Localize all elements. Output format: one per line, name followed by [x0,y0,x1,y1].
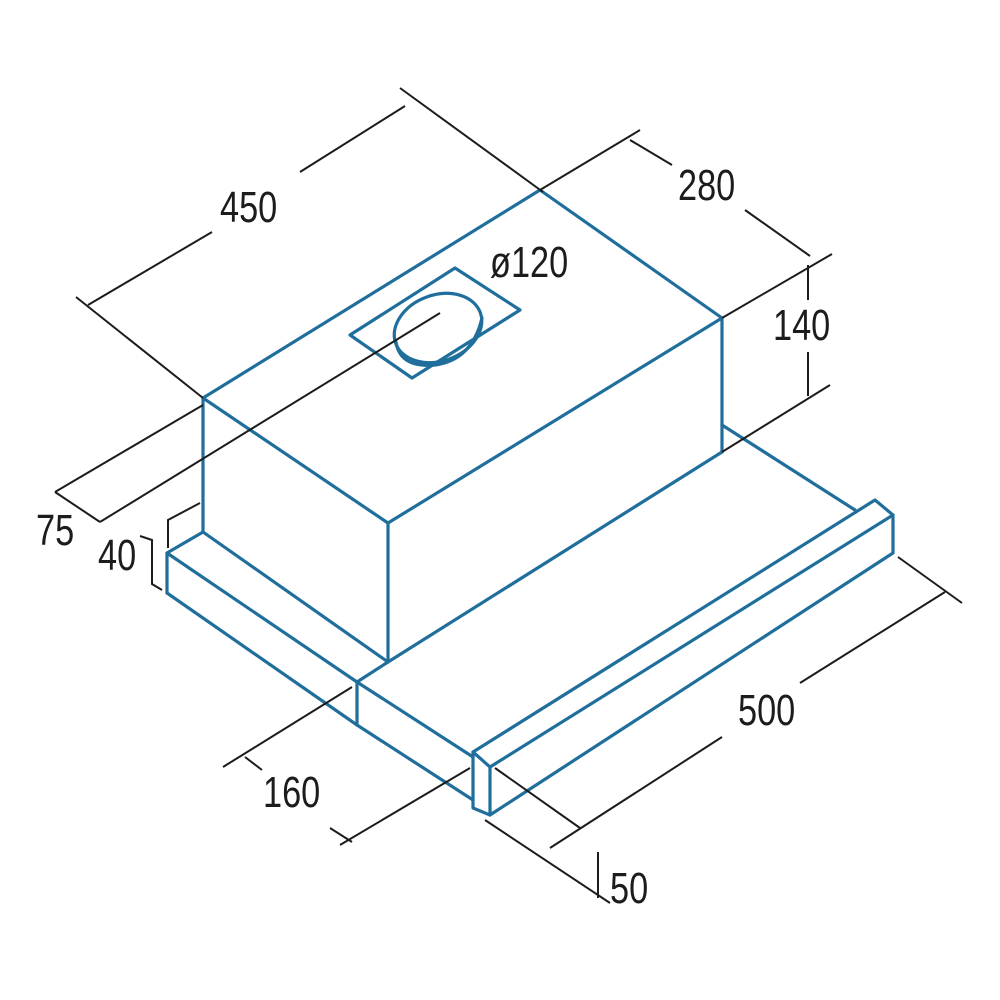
hood-outline [165,188,895,817]
label-160: 160 [263,768,320,817]
label-75: 75 [36,506,74,555]
dimension-labels: 450 280 140 ø120 75 40 160 500 50 [36,161,830,913]
duct-outlet [348,266,522,380]
label-50: 50 [610,864,648,913]
front-bar-face [488,513,895,817]
label-140: 140 [773,301,830,350]
duct-cylinder [394,316,484,367]
tray-front-top [165,551,475,759]
duct-circle [392,291,484,365]
duct-flange [348,266,522,380]
tray-split-top [355,660,390,684]
body-top-face [201,188,724,525]
slider-left [355,723,475,802]
front-bar-end [471,750,492,817]
label-40: 40 [98,531,136,580]
tray-right-back [720,423,857,512]
label-500: 500 [738,686,795,735]
dimension-lines [54,87,963,904]
body-bottom-left-edge [201,530,390,664]
tray-left-corner [165,530,205,595]
label-280: 280 [678,161,735,210]
tray-front-bottom [165,591,359,727]
label-450: 450 [220,183,277,232]
label-duct-diameter: ø120 [490,238,568,287]
front-bar-top [471,498,895,769]
body-bottom-edge [386,450,724,664]
